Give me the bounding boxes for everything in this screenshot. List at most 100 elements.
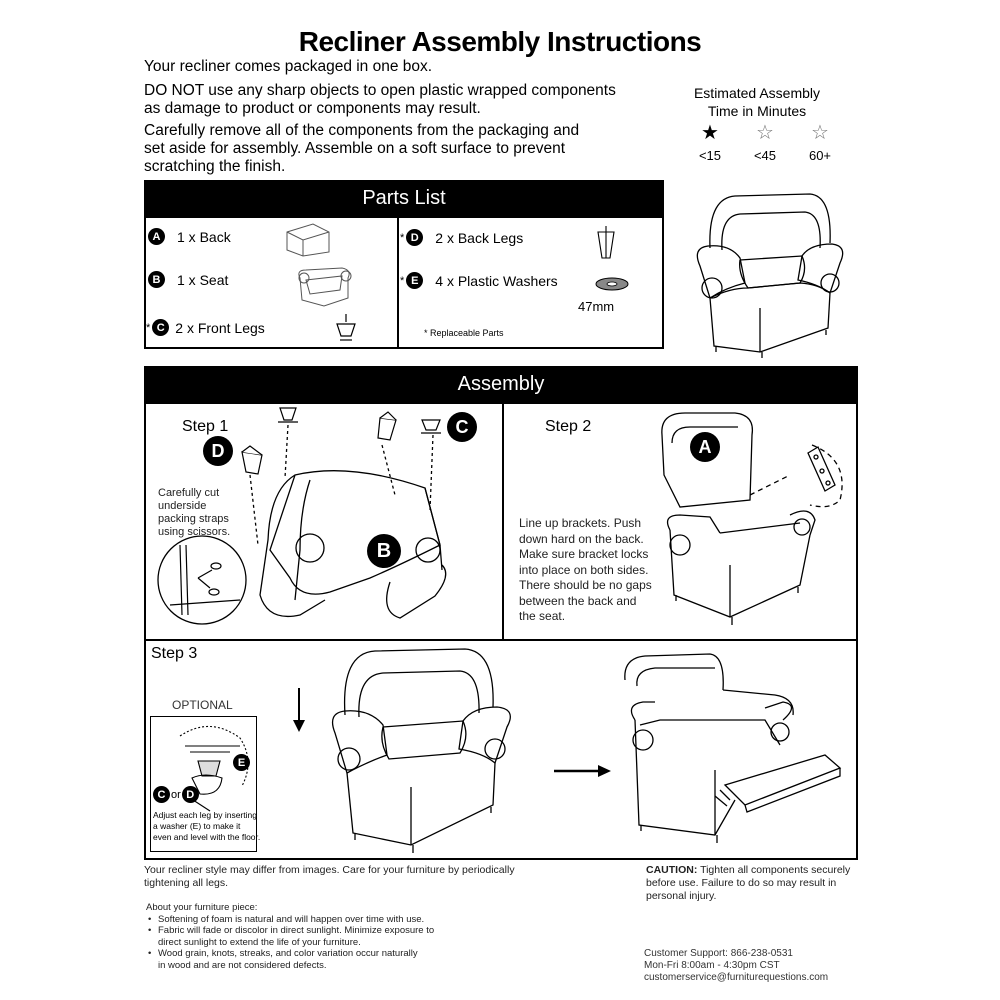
part-c: * C 2 x Front Legs	[146, 319, 265, 336]
note-line: a washer (E) to make it	[153, 821, 241, 831]
optional-label: OPTIONAL	[172, 698, 233, 712]
assembly-box	[144, 402, 858, 860]
about-line: Wood grain, knots, streaks, and color va…	[158, 948, 418, 959]
support-hours: Mon-Fri 8:00am - 4:30pm CST	[644, 960, 780, 971]
step2-label: Step 2	[545, 418, 592, 435]
step1-note: Carefully cut underside packing straps u…	[158, 487, 230, 539]
note-line: underside	[158, 500, 207, 512]
part-a: A 1 x Back	[148, 228, 231, 245]
step2-badge-a: A	[690, 432, 720, 462]
support-email[interactable]: customerservice@furniturequestions.com	[644, 972, 829, 983]
rating-labels: <15 <45 60+	[690, 148, 840, 163]
intro-care: Carefully remove all of the components f…	[144, 122, 579, 176]
part-letter-badge: A	[148, 228, 165, 245]
step3-reclined-recliner	[624, 653, 842, 843]
step3-upright-recliner	[331, 648, 511, 853]
right-arrow-icon	[554, 765, 611, 777]
note-line: Line up brackets. Push	[519, 516, 642, 530]
badge-d: D	[181, 786, 199, 803]
about-item: Wood grain, knots, streaks, and color va…	[146, 948, 434, 971]
step1-badge-b: B	[367, 534, 401, 568]
step3-label: Step 3	[151, 645, 198, 662]
optional-box	[150, 716, 257, 852]
caution-label: CAUTION:	[646, 864, 698, 876]
back-leg-icon	[597, 226, 615, 259]
warning-line: DO NOT use any sharp objects to open pla…	[144, 82, 616, 99]
note-line: There should be no gaps	[519, 578, 652, 592]
optional-note: Adjust each leg by inserting a washer (E…	[153, 810, 260, 843]
caution-line: personal injury.	[646, 890, 717, 902]
part-label: 2 x Back Legs	[435, 229, 524, 246]
replaceable-marker: *	[400, 231, 405, 244]
rating-label: <45	[753, 148, 777, 163]
care-line: scratching the finish.	[144, 158, 286, 175]
part-e: * E 4 x Plastic Washers	[400, 272, 558, 289]
replaceable-note: * Replaceable Parts	[424, 328, 504, 338]
washer-icon	[595, 277, 629, 291]
caution-line: Tighten all components securely	[700, 864, 851, 876]
step1-illustration	[157, 407, 447, 625]
step2-illustration	[661, 412, 843, 625]
note-line: Your recliner style may differ from imag…	[144, 864, 515, 876]
seat-part-icon	[298, 267, 352, 307]
note-line: Make sure bracket locks	[519, 547, 649, 561]
back-part-icon	[286, 223, 330, 257]
caution-note: CAUTION: Tighten all components securely…	[646, 864, 850, 903]
assembly-vertical-divider	[502, 402, 504, 640]
intro-warning: DO NOT use any sharp objects to open pla…	[144, 82, 616, 118]
note-line: tightening all legs.	[144, 877, 229, 889]
down-arrow-icon	[293, 688, 305, 732]
step2-note: Line up brackets. Push down hard on the …	[519, 516, 652, 625]
step1-badge-d: D	[203, 436, 233, 466]
part-letter-badge: E	[406, 272, 424, 289]
page-title: Recliner Assembly Instructions	[298, 26, 702, 57]
parts-divider	[397, 216, 399, 349]
replaceable-marker: *	[146, 321, 151, 334]
support-phone: Customer Support: 866-238-0531	[644, 948, 793, 959]
about-item: Fabric will fade or discolor in direct s…	[146, 925, 434, 948]
note-line: down hard on the back.	[519, 531, 644, 546]
warning-line: as damage to product or components may r…	[144, 100, 481, 117]
front-leg-icon	[336, 314, 356, 341]
about-line: Softening of foam is natural and will ha…	[158, 913, 425, 925]
about-furniture: About your furniture piece: Softening of…	[146, 902, 434, 971]
rating-label: <15	[698, 148, 722, 163]
care-line: set aside for assembly. Assemble on a so…	[144, 140, 566, 157]
part-b: B 1 x Seat	[148, 271, 228, 288]
about-item: Softening of foam is natural and will ha…	[146, 914, 434, 926]
note-line: Carefully cut	[158, 487, 220, 499]
c-or-d: C or D	[153, 786, 199, 803]
recliner-illustration	[696, 193, 844, 358]
part-label: 4 x Plastic Washers	[435, 272, 558, 289]
customer-support: Customer Support: 866-238-0531 Mon-Fri 8…	[644, 948, 828, 984]
parts-list-header: Parts List	[144, 180, 664, 216]
estimate-line: Time in Minutes	[707, 103, 807, 119]
star-outline-icon: ☆	[756, 122, 774, 144]
note-line: using scissors.	[158, 526, 231, 538]
rating-label: 60+	[808, 148, 832, 163]
badge-c: C	[153, 786, 170, 803]
estimate-line: Estimated Assembly	[693, 85, 821, 101]
assembly-horizontal-divider	[144, 639, 858, 641]
part-label: 1 x Seat	[177, 271, 229, 288]
note-line: packing straps	[158, 513, 229, 525]
estimated-time-label: Estimated Assembly Time in Minutes	[672, 84, 842, 120]
caution-line: before use. Failure to do so may result …	[646, 877, 837, 889]
about-line: in wood and are not considered defects.	[158, 959, 327, 971]
part-label: 1 x Back	[177, 228, 231, 245]
optional-badge-e: E	[233, 754, 250, 771]
parts-list-box	[144, 216, 664, 349]
washer-size: 47mm	[578, 299, 615, 314]
note-line: Adjust each leg by inserting	[153, 810, 257, 820]
style-note: Your recliner style may differ from imag…	[144, 864, 515, 890]
note-line: into place on both sides.	[519, 562, 649, 577]
about-line: Fabric will fade or discolor in direct s…	[158, 925, 435, 936]
note-line: the seat.	[519, 609, 566, 623]
replaceable-marker: *	[400, 274, 405, 287]
star-outline-icon: ☆	[811, 122, 829, 144]
assembly-header: Assembly	[144, 366, 858, 402]
or-text: or	[171, 788, 181, 801]
part-label: 2 x Front Legs	[175, 319, 265, 336]
step1-label: Step 1	[182, 418, 229, 435]
part-letter-badge: C	[152, 319, 170, 336]
